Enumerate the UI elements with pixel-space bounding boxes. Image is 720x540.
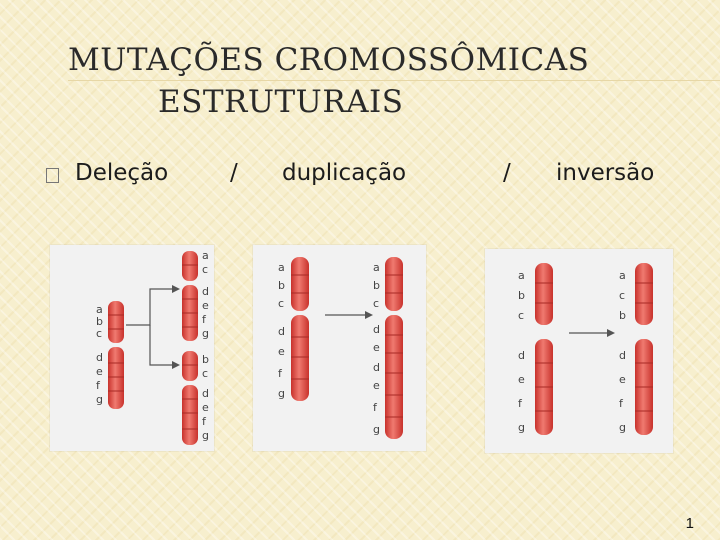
deletion-top-label-4: f [202,313,207,326]
duplication-left-label-0: a [278,261,285,274]
bullet-item-duplicacao: duplicação [282,160,407,186]
deletion-arrows [126,288,172,366]
bullet-item-delecao: Deleção [75,160,169,186]
duplication-left-label-5: f [278,367,283,380]
duplication-right-label-0: a [373,261,380,274]
duplication-right-label-8: g [373,423,380,436]
page-title-line2: ESTRUTURAIS [158,84,404,120]
inversion-right-label-3: d [619,349,626,362]
inversion-right-label-4: e [619,373,626,386]
deletion-top-label-5: g [202,327,209,340]
duplicated-chromosome [385,257,403,439]
deletion-top-label-1: c [202,263,208,276]
inversion-left-label-2: c [518,309,524,322]
deletion-normal-label-3: d [96,351,103,364]
inversion-left-label-0: a [518,269,525,282]
duplication-right-label-3: d [373,323,380,336]
page-title-line1: MUTAÇÕES CROMOSSÔMICAS [68,42,590,78]
duplication-right-label-4: e [373,341,380,354]
duplication-right-label-7: f [373,401,378,414]
deletion-bottom-label-4: f [202,415,207,428]
duplication-left-label-6: g [278,387,285,400]
inversion-left-label-4: e [518,373,525,386]
inversion-right-label-2: b [619,309,626,322]
inversion-left-label-3: d [518,349,525,362]
deletion-top-label-0: a [202,249,209,262]
duplication-right-label-1: b [373,279,380,292]
deletion-chromosome-top [182,251,198,341]
bullet-separator-1: / [230,160,238,186]
deletion-chromosome-bottom [182,351,198,445]
duplication-left-label-2: c [278,297,284,310]
deletion-normal-label-4: e [96,365,103,378]
duplication-left-label-4: e [278,345,285,358]
normal-chromosome [108,301,124,409]
deletion-top-label-3: e [202,299,209,312]
page-number: 1 [685,515,694,532]
deletion-normal-label-6: g [96,393,103,406]
deletion-bottom-label-5: g [202,429,209,442]
duplication-right-label-5: d [373,361,380,374]
bullet-item-inversao: inversão [556,160,655,186]
deletion-bottom-label-2: d [202,387,209,400]
deletion-bottom-label-3: e [202,401,209,414]
deletion-bottom-label-1: c [202,367,208,380]
deletion-normal-label-2: c [96,327,102,340]
duplication-right-label-6: e [373,379,380,392]
title-underline [68,80,720,81]
bullet-separator-2: / [503,160,511,186]
deletion-normal-label-5: f [96,379,101,392]
inverted-chromosome [635,263,653,435]
duplication-left-label-1: b [278,279,285,292]
duplication-left-label-3: d [278,325,285,338]
inversion-left-label-1: b [518,289,525,302]
deletion-normal-label-1: b [96,315,103,328]
inversion-right-label-0: a [619,269,626,282]
inversion-right-label-6: g [619,421,626,434]
deletion-bottom-label-0: b [202,353,209,366]
bullet-row: Deleção / duplicação / inversão [0,160,720,192]
normal-chromosome [291,257,309,401]
checkbox-bullet-icon [46,168,59,183]
inversion-right-label-1: c [619,289,625,302]
normal-chromosome [535,263,553,435]
inversion-right-label-5: f [619,397,624,410]
duplication-right-label-2: c [373,297,379,310]
deletion-top-label-2: d [202,285,209,298]
inversion-left-label-5: f [518,397,523,410]
deletion-normal-label-0: a [96,303,103,316]
inversion-left-label-6: g [518,421,525,434]
